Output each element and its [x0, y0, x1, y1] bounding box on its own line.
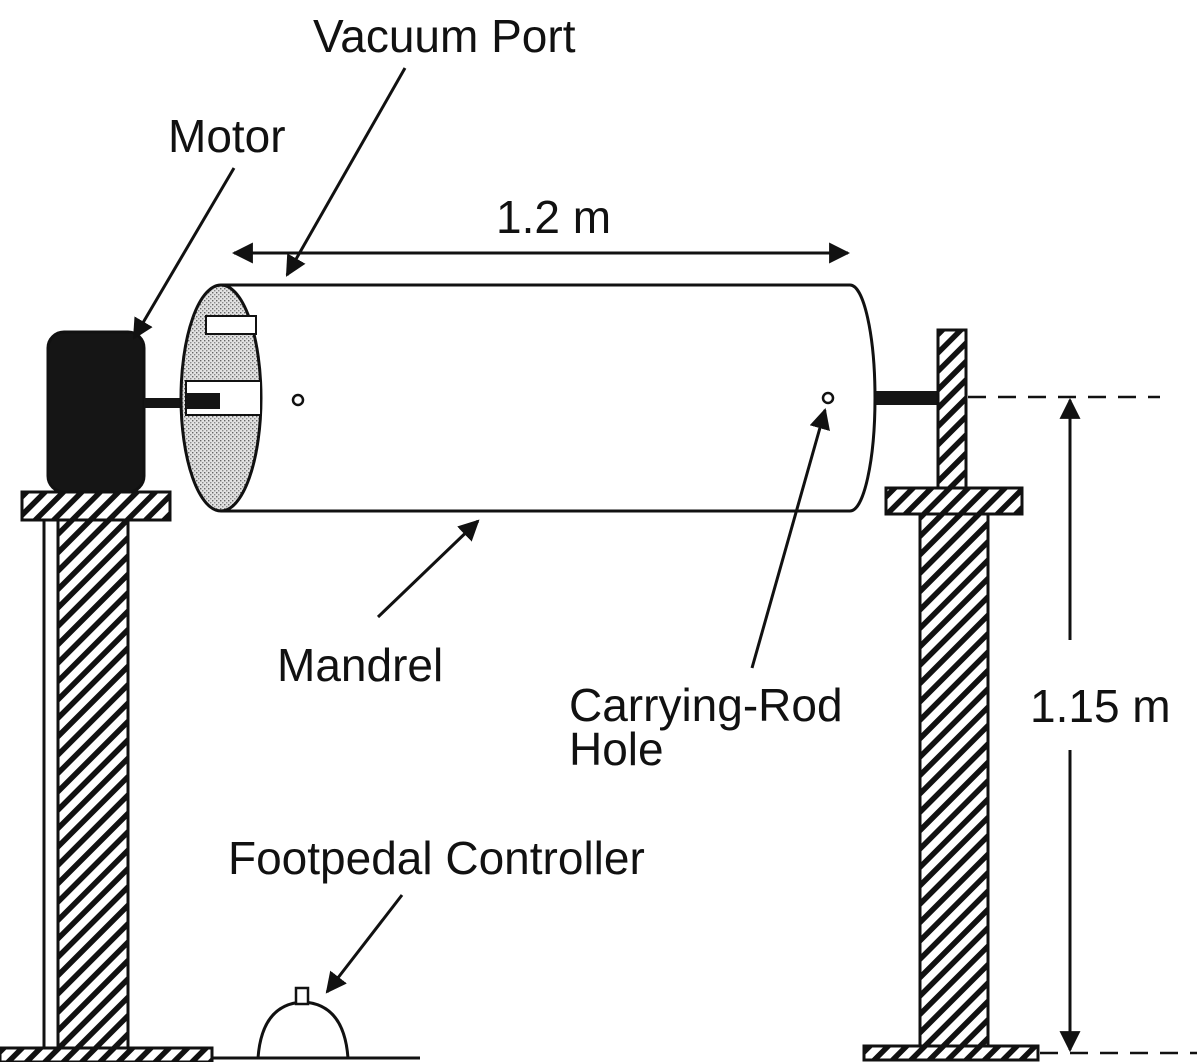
height-dimension-label: 1.15 m — [1030, 680, 1171, 732]
length-dimension-label: 1.2 m — [496, 191, 611, 243]
motor-label: Motor — [168, 110, 286, 162]
vacuum-port-slot — [205, 315, 257, 335]
footpedal-dome — [256, 1000, 350, 1060]
mandrel-hole-left — [291, 393, 305, 407]
mandrel-leader — [376, 519, 480, 619]
vacuum-port-label: Vacuum Port — [313, 10, 576, 62]
mandrel-label: Mandrel — [277, 639, 443, 691]
carrying-rod-hole-label-line2: Hole — [569, 723, 664, 775]
footpedal-leader — [325, 894, 404, 994]
motor-leader — [132, 167, 236, 340]
mandrel — [179, 283, 877, 513]
right-stand — [862, 328, 1040, 1062]
height-dimension — [968, 395, 1197, 1055]
footpedal-controller-label: Footpedal Controller — [228, 832, 645, 884]
left-stand-thin-rail — [42, 518, 60, 1050]
carrying-rod-leader — [750, 407, 830, 669]
right-stand-column — [918, 512, 990, 1048]
mandrel-body — [221, 283, 877, 513]
carrying-rod-hole-label-line1: Carrying-Rod — [569, 679, 843, 731]
right-upright-post — [936, 328, 968, 490]
motor-body — [46, 330, 146, 494]
left-stand-column — [56, 518, 130, 1050]
vacuum-port-leader — [285, 67, 407, 277]
carrying-rod-hole — [821, 391, 835, 405]
footpedal-knob — [294, 986, 310, 1006]
right-stand-top-plate — [884, 486, 1024, 516]
motor-shaft — [144, 398, 186, 408]
left-stand — [0, 490, 214, 1062]
mandrel-hub-key — [186, 393, 220, 409]
right-stand-base-plate — [862, 1044, 1040, 1062]
left-stand-base-plate — [0, 1046, 214, 1062]
right-axle — [876, 391, 938, 405]
footpedal-controller — [212, 986, 420, 1060]
left-stand-top-plate — [20, 490, 172, 522]
